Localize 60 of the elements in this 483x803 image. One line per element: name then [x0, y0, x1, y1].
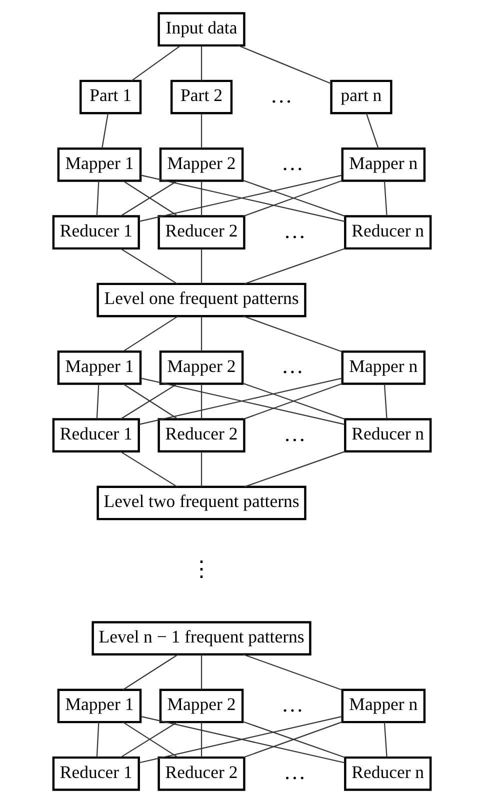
connector: [96, 180, 99, 216]
node-box: Input data: [157, 12, 245, 47]
node-box: Reducer 1: [52, 418, 140, 453]
label: …: [283, 759, 306, 784]
node-box: Reducer 2: [157, 215, 245, 250]
connector: [100, 113, 108, 149]
node-box: Mapper 2: [158, 688, 244, 724]
node-box: Part 1: [79, 80, 142, 114]
connector: [244, 450, 345, 488]
connector: [242, 316, 342, 352]
label: …: [280, 692, 304, 717]
node-box: Reducer n: [344, 756, 432, 791]
connector: [122, 654, 178, 690]
connector: [383, 180, 387, 216]
node-box: Mapper 1: [56, 148, 142, 182]
node-box: Mapper 1: [56, 350, 142, 385]
node-box: Level one frequent patterns: [96, 282, 306, 318]
node-box: Mapper 2: [158, 350, 244, 385]
connector: [130, 45, 180, 82]
node-box: Reducer n: [344, 418, 432, 453]
label: …: [283, 218, 306, 243]
label: ⋮: [190, 556, 212, 582]
connector: [200, 113, 202, 148]
label: …: [270, 82, 292, 108]
connector: [383, 722, 387, 758]
node-box: Level two frequent patterns: [96, 486, 306, 520]
connector: [200, 248, 202, 284]
node-box: Reducer 1: [52, 756, 140, 791]
connector: [200, 452, 202, 487]
connector: [122, 316, 178, 352]
node-box: Mapper 2: [158, 148, 244, 182]
node-box: Level n − 1 frequent patterns: [91, 621, 311, 656]
connector: [244, 248, 345, 284]
node-box: Reducer 2: [157, 756, 245, 791]
connector: [120, 248, 177, 284]
connector: [200, 180, 202, 216]
node-box: Mapper n: [340, 148, 426, 182]
node-box: Reducer 1: [52, 215, 140, 250]
label: …: [280, 150, 304, 176]
node-box: part n: [330, 80, 392, 114]
label: …: [283, 420, 306, 446]
connector: [96, 384, 99, 420]
connector: [383, 384, 387, 420]
node-box: Mapper 1: [56, 688, 142, 724]
node-box: Part 2: [170, 80, 232, 114]
node-box: Reducer n: [344, 215, 432, 250]
node-box: Reducer 2: [157, 418, 245, 453]
connector: [365, 113, 378, 149]
connector: [200, 384, 202, 420]
connector: [120, 451, 177, 488]
label: …: [280, 353, 304, 378]
node-box: Mapper n: [340, 350, 426, 385]
connector: [237, 44, 331, 84]
connector: [242, 654, 342, 691]
node-box: Mapper n: [340, 688, 426, 724]
connector: [200, 46, 202, 81]
connector: [200, 654, 202, 690]
connector: [200, 316, 202, 352]
connector: [96, 722, 99, 758]
connector: [200, 722, 202, 758]
